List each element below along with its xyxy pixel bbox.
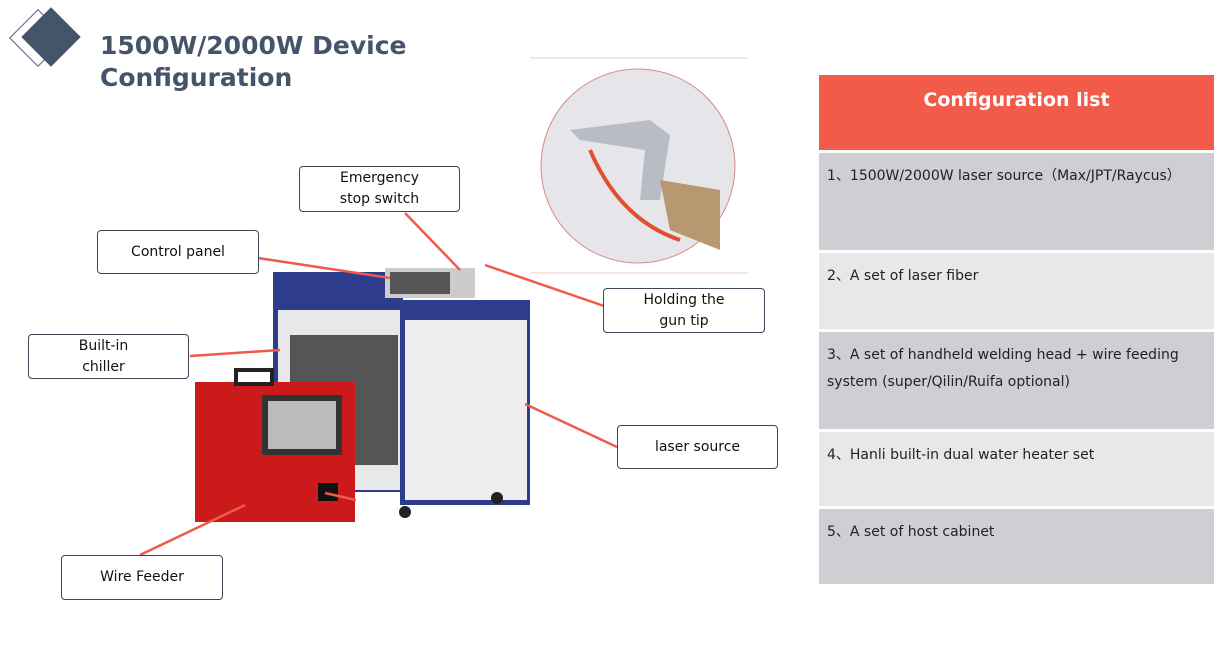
configuration-list-header: Configuration list [819, 75, 1214, 150]
logo-diamond-icon [9, 7, 81, 67]
callout-built-in-chiller: Built-in chiller [28, 334, 189, 379]
list-item: 2、A set of laser fiber [819, 253, 1214, 329]
title-line-2: Configuration [100, 63, 293, 92]
list-item: 4、Hanli built-in dual water heater set [819, 432, 1214, 506]
list-item: 1、1500W/2000W laser source（Max/JPT/Raycu… [819, 153, 1214, 250]
callout-control-panel: Control panel [97, 230, 259, 274]
callout-laser-source: laser source [617, 425, 778, 469]
wire-feeder-box [195, 368, 355, 522]
title-line-1: 1500W/2000W Device [100, 31, 407, 60]
callout-emergency-stop: Emergency stop switch [299, 166, 460, 212]
arrows [139, 212, 618, 557]
list-item: 3、A set of handheld welding head + wire … [819, 332, 1214, 429]
configuration-list: Configuration list 1、1500W/2000W laser s… [819, 75, 1214, 584]
list-item: 5、A set of host cabinet [819, 509, 1214, 584]
page-title: 1500W/2000W Device Configuration [100, 30, 407, 94]
callout-holding-gun-tip: Holding the gun tip [603, 288, 765, 333]
callout-wire-feeder: Wire Feeder [61, 555, 223, 600]
